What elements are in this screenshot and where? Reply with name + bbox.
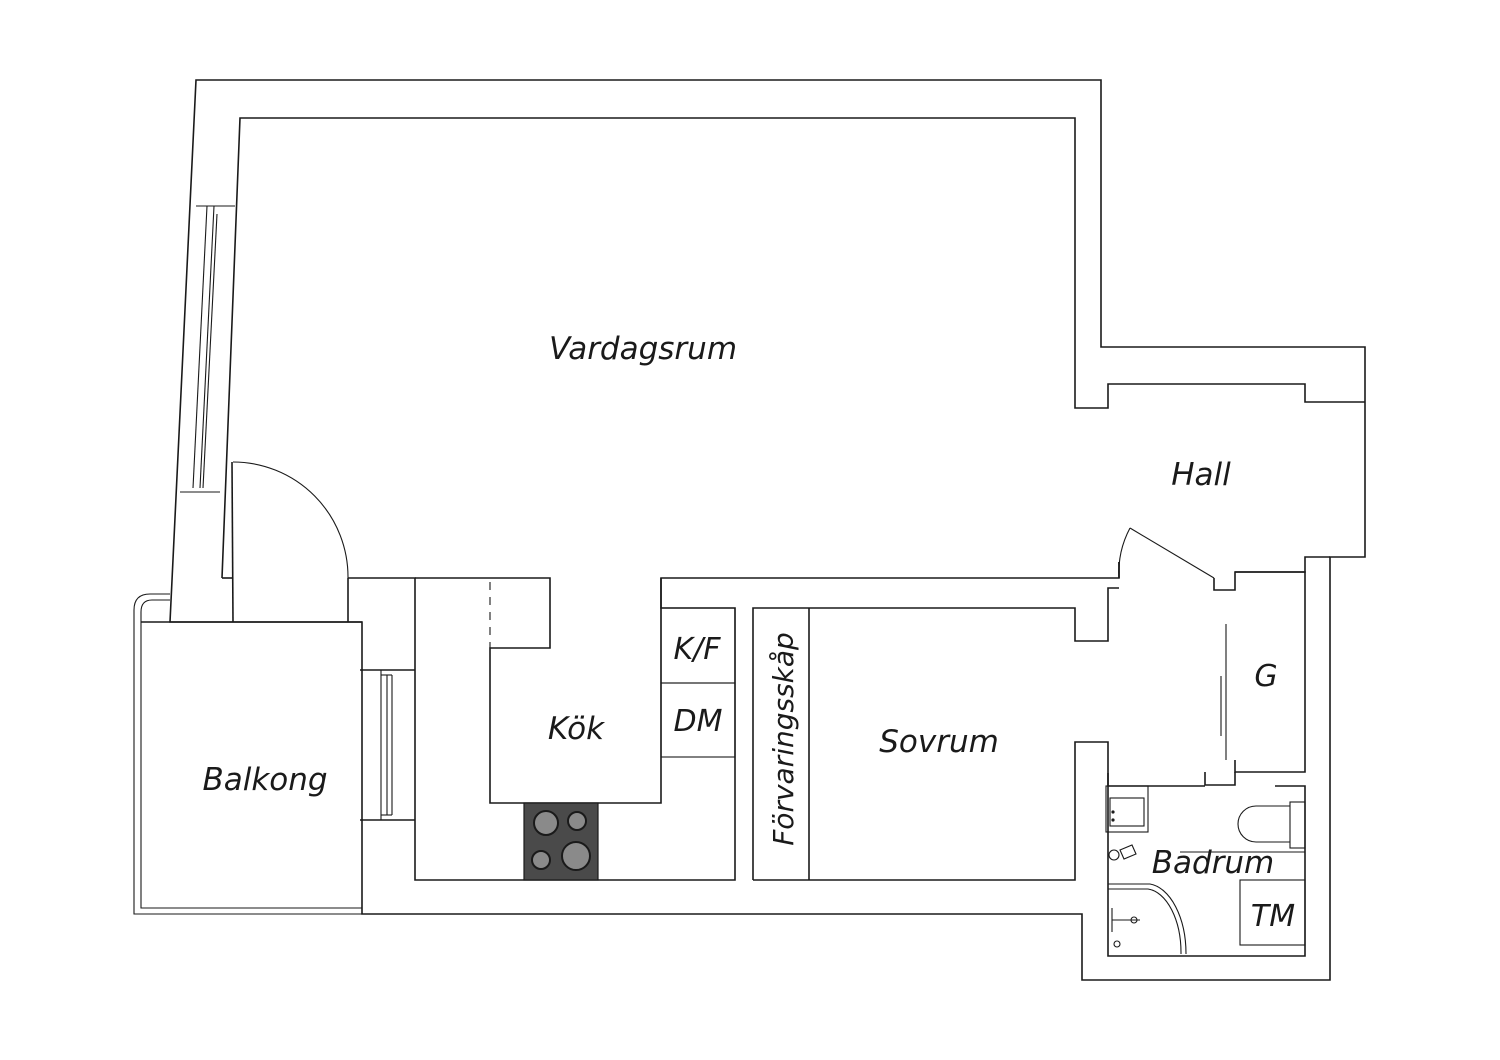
bedroom-label: Sovrum — [879, 724, 999, 760]
bathroom-label: Badrum — [1152, 845, 1275, 881]
toilet — [1237, 801, 1306, 849]
balcony-door — [232, 461, 349, 622]
bath-fixture — [1108, 844, 1137, 861]
kitchen-label: Kök — [548, 711, 605, 747]
washer-box — [1239, 879, 1306, 946]
hall-label: Hall — [1171, 457, 1231, 493]
hall-walls — [1213, 556, 1330, 591]
dishwasher-box — [660, 682, 736, 758]
sink — [1105, 785, 1149, 833]
kitchen-window — [380, 670, 393, 820]
wardrobe — [1204, 571, 1306, 786]
living-room-label: Vardagsrum — [549, 331, 737, 367]
entrance-door — [1118, 527, 1215, 579]
living-window — [180, 205, 235, 493]
balcony-label: Balkong — [202, 762, 327, 798]
stove — [523, 802, 599, 881]
bedroom-walls — [752, 587, 1119, 881]
shower — [1108, 883, 1187, 955]
living-room-walls — [221, 117, 1365, 623]
balcony — [133, 593, 362, 915]
washer-label: TM — [1251, 899, 1295, 934]
dishwasher-label: DM — [674, 704, 723, 739]
kitchen-walls — [348, 562, 1120, 881]
fridge-label: K/F — [673, 632, 721, 667]
storage-label: Förvaringsskåp — [767, 632, 800, 846]
wardrobe-label: G — [1254, 659, 1277, 694]
